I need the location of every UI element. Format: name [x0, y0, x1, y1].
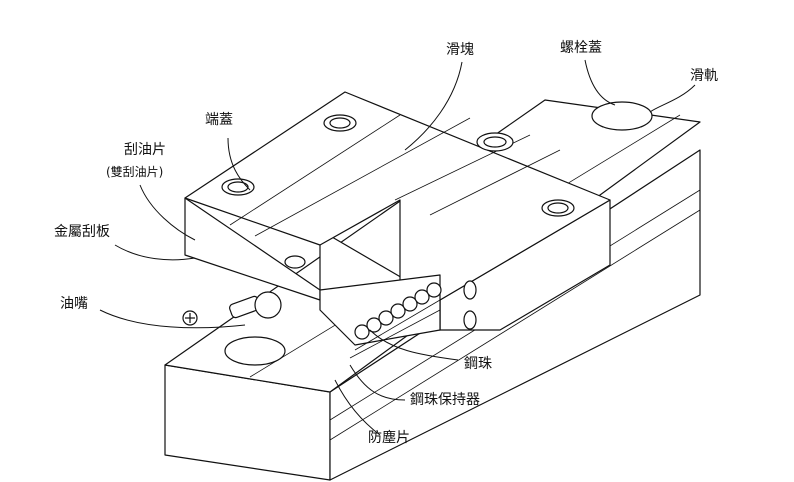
cutaway	[319, 274, 441, 346]
label-rail: 滑軌	[690, 68, 718, 84]
steel-balls	[349, 282, 442, 359]
label-dust-seal: 防塵片	[368, 430, 410, 446]
label-grease-nipple: 油嘴	[60, 296, 88, 312]
rail-bolt-cap	[224, 336, 286, 366]
label-bolt-cap: 螺栓蓋	[560, 40, 602, 56]
rail-bolt-cap	[591, 101, 653, 131]
label-slider-block: 滑塊	[446, 42, 474, 58]
slider-block	[184, 91, 611, 346]
label-steel-ball: 鋼珠	[464, 356, 492, 372]
label-oil-scraper: 刮油片	[124, 142, 166, 158]
label-metal-scraper: 金屬刮板	[54, 224, 110, 240]
label-end-cap: 端蓋	[205, 112, 233, 128]
label-ball-retainer: 鋼珠保持器	[410, 392, 480, 408]
grease-nipple	[182, 291, 282, 326]
label-double-oil-scraper: (雙刮油片)	[106, 165, 164, 179]
leader-lines	[99, 59, 696, 436]
